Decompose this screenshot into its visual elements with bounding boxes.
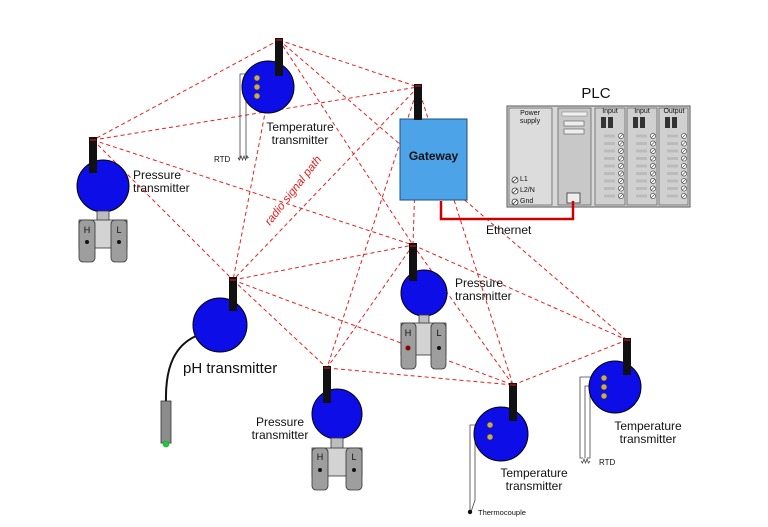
terminal-screw-icon bbox=[253, 92, 261, 100]
gateway-antenna bbox=[414, 84, 422, 120]
port-l-label: L bbox=[436, 328, 442, 338]
radio-link bbox=[92, 86, 419, 141]
transmitter-body bbox=[192, 297, 248, 353]
terminal-screw-icon bbox=[253, 74, 261, 82]
terminal-screw-icon bbox=[486, 433, 494, 441]
radio-link bbox=[412, 244, 514, 386]
transmitter-body bbox=[473, 406, 529, 462]
pressure-left-label: Pressure transmitter bbox=[133, 168, 190, 195]
radio-link bbox=[232, 279, 514, 386]
radio-link bbox=[92, 139, 414, 246]
transmitter-body bbox=[311, 388, 363, 440]
antenna bbox=[409, 243, 417, 281]
port-h-label: H bbox=[316, 452, 324, 462]
rtd-label-top: RTD bbox=[214, 155, 231, 164]
pressure-center-label: Pressure transmitter bbox=[455, 276, 512, 303]
terminal-screw-icon bbox=[486, 421, 494, 429]
antenna bbox=[623, 338, 631, 375]
radio-signal-paths bbox=[92, 39, 628, 386]
radio-link bbox=[326, 367, 514, 386]
ph-label: pH transmitter bbox=[183, 360, 278, 377]
radio-link bbox=[232, 279, 328, 369]
ph-probe-cable bbox=[164, 335, 197, 403]
pressure-transmitter-left bbox=[76, 137, 130, 263]
pressure-transmitter-center bbox=[400, 243, 448, 370]
antenna bbox=[509, 383, 517, 421]
radio-path-label: radio signal path bbox=[263, 154, 324, 228]
temp-bottom-label: Temperature transmitter bbox=[500, 466, 568, 493]
antenna bbox=[229, 277, 237, 311]
io-module-label: Input bbox=[602, 108, 618, 115]
transmitter-body bbox=[76, 159, 130, 213]
temp-right-label: Temperature transmitter bbox=[614, 419, 682, 446]
radio-link bbox=[232, 86, 419, 281]
port-l-label: L bbox=[116, 225, 122, 235]
radio-link bbox=[92, 139, 234, 281]
radio-link bbox=[232, 39, 280, 281]
thermocouple-label: Thermocouple bbox=[478, 508, 526, 517]
ethernet-cable bbox=[439, 201, 575, 221]
radio-link bbox=[278, 39, 419, 88]
io-terminals bbox=[604, 133, 687, 199]
ph-probe bbox=[160, 400, 172, 444]
gateway bbox=[399, 84, 468, 201]
power-supply-label: Power supply bbox=[519, 110, 541, 125]
antenna bbox=[323, 366, 331, 403]
temperature-transmitter-top bbox=[237, 38, 295, 162]
radio-link bbox=[326, 244, 414, 369]
temperature-transmitter-bottom bbox=[467, 383, 529, 515]
pressure-bottom-label: Pressure transmitter bbox=[251, 415, 309, 442]
temp-top-label: Temperature transmitter bbox=[266, 120, 334, 147]
ethernet-label: Ethernet bbox=[486, 223, 532, 237]
io-module-label: Input bbox=[634, 108, 650, 115]
thermocouple-junction bbox=[467, 509, 473, 515]
port-l-label: L bbox=[351, 452, 357, 462]
rtd-label-right: RTD bbox=[599, 458, 616, 467]
ph-transmitter bbox=[160, 277, 248, 448]
terminal-label-l1: L1 bbox=[520, 176, 528, 183]
terminal-screw-icon bbox=[253, 83, 261, 91]
radio-link bbox=[232, 244, 414, 281]
terminal-label-gnd: Gnd bbox=[520, 198, 534, 205]
terminal-screw-icon bbox=[600, 383, 608, 391]
port-h-label: H bbox=[404, 328, 412, 338]
port-h-label: H bbox=[83, 225, 91, 235]
rtd-wires bbox=[579, 376, 592, 459]
rtd-element bbox=[580, 457, 591, 465]
transmitter-body bbox=[588, 360, 642, 414]
terminal-label-l2n: L2/N bbox=[520, 187, 535, 194]
plc-rack bbox=[506, 105, 691, 208]
io-module-label: Output bbox=[663, 108, 685, 115]
radio-link bbox=[278, 39, 414, 246]
terminal-screw-icon bbox=[600, 374, 608, 382]
ph-probe-tip bbox=[162, 440, 170, 448]
transmitter-body bbox=[241, 60, 295, 114]
terminal-screw-icon bbox=[600, 392, 608, 400]
radio-link bbox=[92, 39, 280, 141]
temperature-transmitter-right bbox=[579, 338, 642, 465]
gateway-label: Gateway bbox=[408, 149, 459, 163]
pressure-transmitter-bottom bbox=[311, 366, 363, 491]
antenna bbox=[275, 38, 283, 76]
transmitter-body bbox=[400, 269, 448, 317]
antenna bbox=[89, 137, 97, 173]
rtd-element bbox=[237, 154, 249, 162]
plc-title: PLC bbox=[581, 85, 611, 102]
